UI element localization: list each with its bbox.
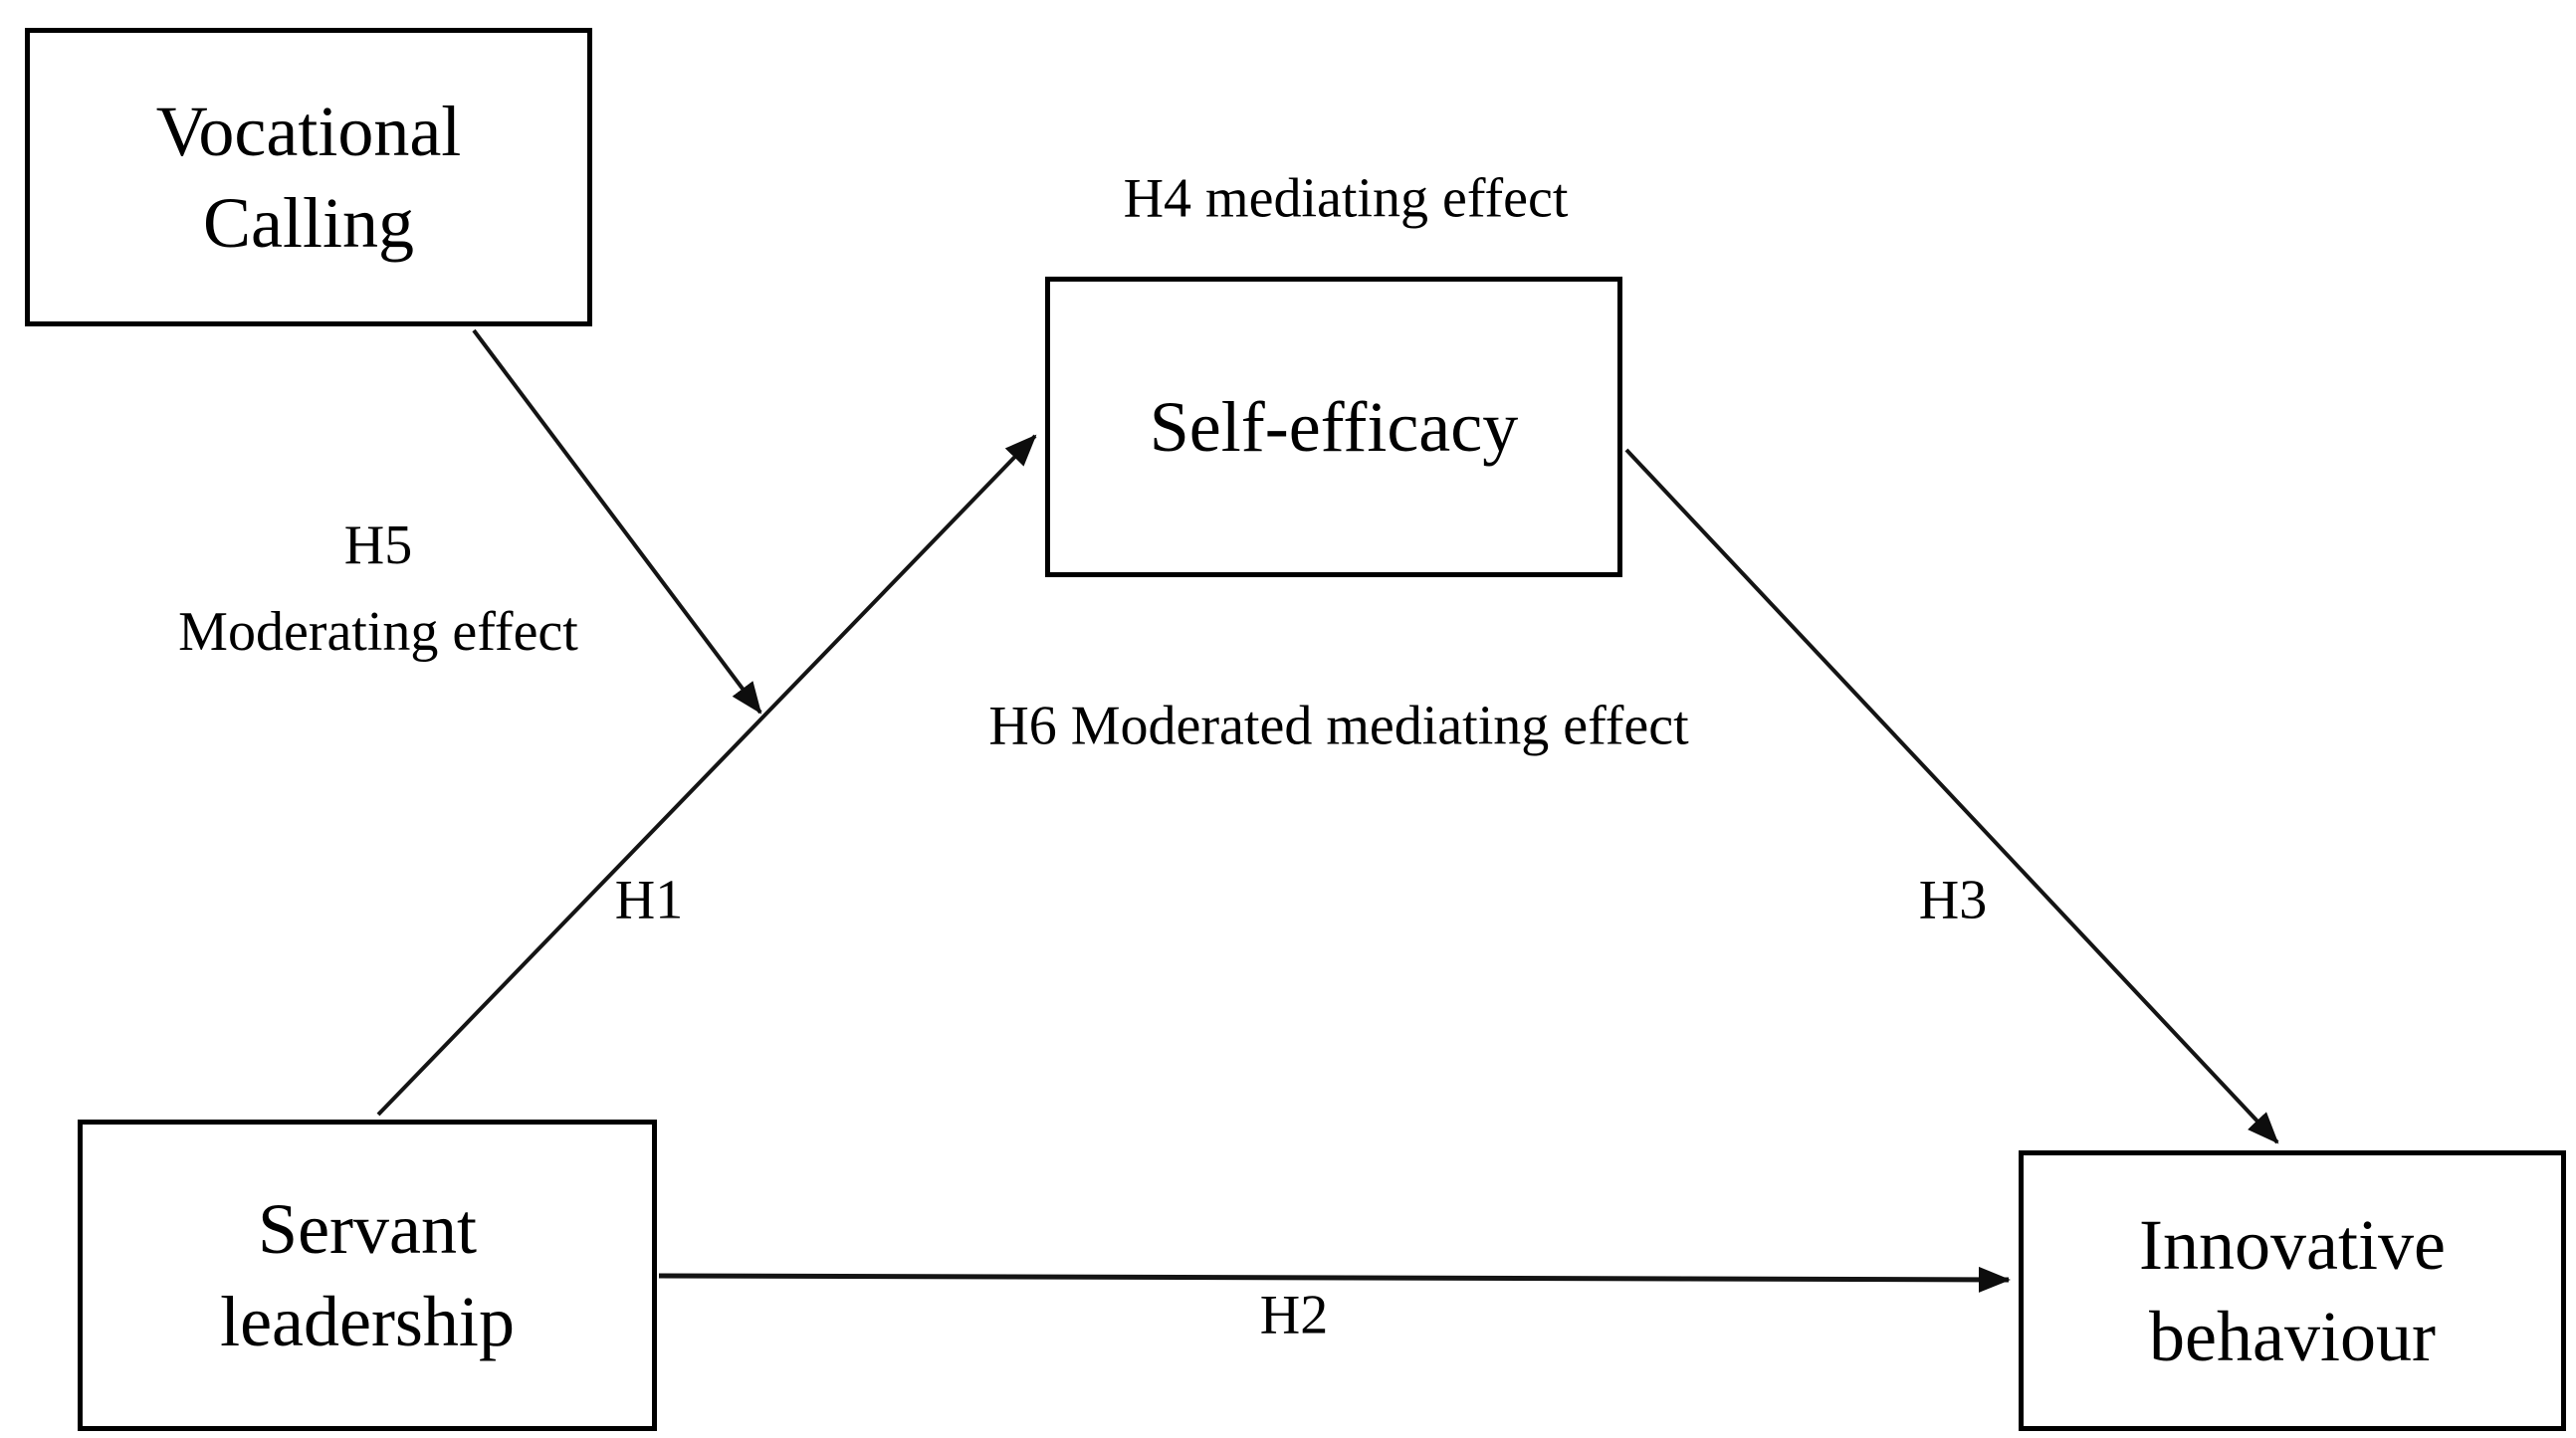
servant-leadership-box: Servant leadership xyxy=(78,1120,657,1431)
h4-mediating-effect-label: H4 mediating effect xyxy=(1123,167,1569,230)
h5-label-line2: Moderating effect xyxy=(178,601,578,663)
servant-leadership-label-line1: Servant xyxy=(258,1189,477,1270)
h1-label: H1 xyxy=(614,869,684,931)
h2-arrow xyxy=(658,1266,2011,1293)
h5-moderating-effect-label: H5 Moderating effect xyxy=(178,503,578,676)
h5-moderation-arrow xyxy=(472,328,762,715)
h2-label: H2 xyxy=(1259,1284,1329,1346)
vocational-calling-label-line1: Vocational xyxy=(155,91,462,171)
h5-label-line1: H5 xyxy=(343,514,413,577)
h6-moderated-mediating-effect-label: H6 Moderated mediating effect xyxy=(988,695,1689,757)
vocational-calling-box: Vocational Calling xyxy=(25,28,592,326)
self-efficacy-box: Self-efficacy xyxy=(1045,277,1622,577)
innovative-behaviour-label-line1: Innovative xyxy=(2139,1204,2446,1285)
h3-arrow xyxy=(1624,448,2279,1144)
h3-label: H3 xyxy=(1918,869,1988,931)
self-efficacy-label: Self-efficacy xyxy=(1149,386,1519,467)
innovative-behaviour-box: Innovative behaviour xyxy=(2019,1150,2566,1431)
vocational-calling-label-line2: Calling xyxy=(203,183,414,263)
servant-leadership-label-line2: leadership xyxy=(220,1281,515,1361)
h1-arrow xyxy=(376,434,1037,1117)
innovative-behaviour-label-line2: behaviour xyxy=(2149,1297,2436,1376)
